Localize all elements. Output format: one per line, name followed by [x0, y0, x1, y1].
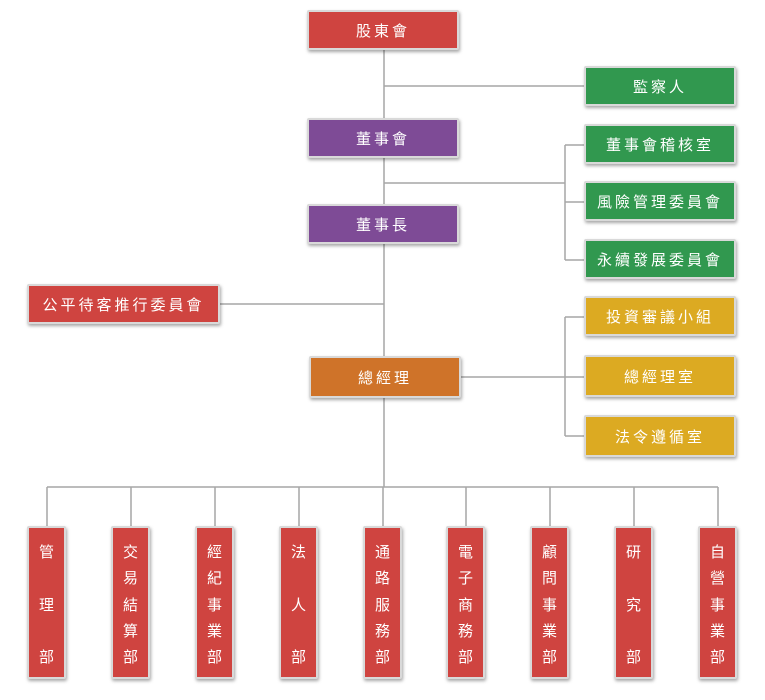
risk-committee-node: 風險管理委員會 [584, 181, 736, 221]
department-legal-entity: 法 人 部 [279, 526, 318, 679]
shareholders-node: 股東會 [307, 10, 459, 50]
compliance-office-node: 法令遵循室 [584, 415, 736, 457]
department-proprietary-trading: 自 營 事 業 部 [698, 526, 737, 679]
board-node: 董事會 [307, 118, 459, 158]
investment-review-group-node: 投資審議小組 [584, 296, 736, 336]
department-ecommerce: 電 子 商 務 部 [446, 526, 485, 679]
department-advisory: 顧 問 事 業 部 [530, 526, 569, 679]
fair-treatment-committee-node: 公平待客推行委員會 [27, 284, 220, 324]
sustainability-committee-node: 永續發展委員會 [584, 239, 736, 279]
department-management: 管 理 部 [27, 526, 66, 679]
department-research: 研 究 部 [614, 526, 653, 679]
department-brokerage: 經 紀 事 業 部 [195, 526, 234, 679]
department-channel-service: 通 路 服 務 部 [363, 526, 402, 679]
president-office-node: 總經理室 [584, 355, 736, 397]
supervisor-node: 監察人 [584, 66, 736, 106]
chairman-node: 董事長 [307, 204, 459, 244]
president-node: 總經理 [309, 356, 461, 398]
audit-office-node: 董事會稽核室 [584, 124, 736, 164]
department-settlement: 交 易 結 算 部 [111, 526, 150, 679]
